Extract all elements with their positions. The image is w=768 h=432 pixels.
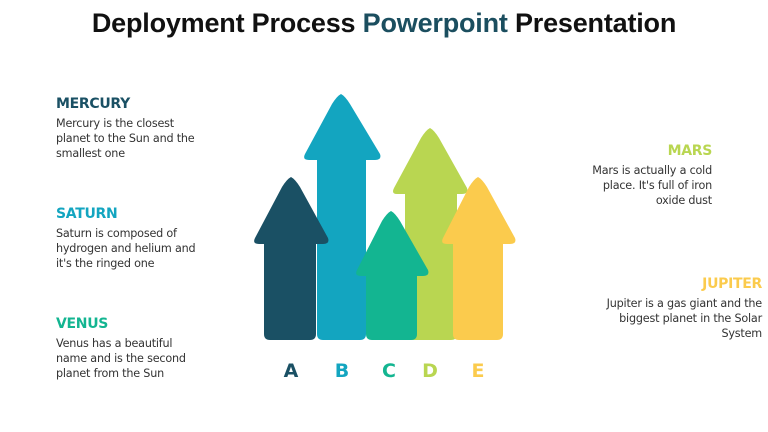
venus-heading: VENUS (56, 316, 109, 332)
venus-block: VENUS Venus has a beautiful name and is … (56, 316, 226, 381)
venus-description: Venus has a beautiful name and is the se… (56, 337, 186, 380)
title-part-2: Presentation (507, 8, 677, 38)
label-c: C (382, 360, 396, 382)
mercury-description: Mercury is the closest planet to the Sun… (56, 117, 195, 160)
saturn-block: SATURN Saturn is composed of hydrogen an… (56, 206, 226, 271)
arrow-a-icon (254, 177, 329, 340)
label-e: E (471, 360, 485, 382)
label-b: B (334, 360, 350, 382)
mars-heading: MARS (667, 143, 713, 159)
arrow-c-icon (356, 211, 429, 340)
label-a: A (283, 360, 299, 382)
saturn-heading: SATURN (56, 206, 118, 222)
jupiter-heading: JUPITER (702, 276, 762, 292)
mercury-heading: MERCURY (56, 96, 130, 112)
title-accent: Powerpoint (362, 8, 508, 38)
mars-block: MARS Mars is actually a cold place. It's… (542, 143, 712, 208)
mars-description: Mars is actually a cold place. It's full… (592, 164, 712, 207)
jupiter-block: JUPITER Jupiter is a gas giant and the b… (592, 276, 763, 341)
slide-title: Deployment Process Powerpoint Presentati… (0, 8, 768, 39)
label-d: D (422, 360, 438, 382)
arrow-b-icon (304, 94, 381, 340)
arrow-e-icon (442, 177, 516, 340)
title-part-1: Deployment Process (91, 8, 363, 38)
jupiter-description: Jupiter is a gas giant and the biggest p… (606, 297, 763, 340)
saturn-description: Saturn is composed of hydrogen and heliu… (56, 227, 196, 270)
mercury-block: MERCURY Mercury is the closest planet to… (56, 96, 226, 161)
